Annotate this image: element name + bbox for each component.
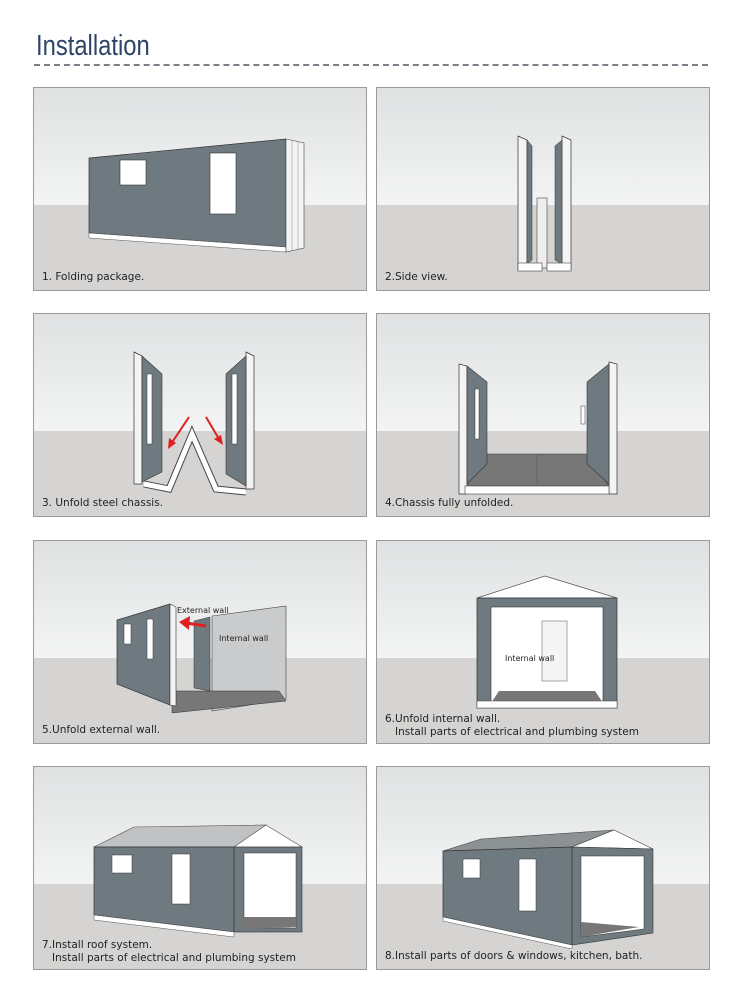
- step-2-panel: 2.Side view.: [376, 87, 710, 291]
- step-6-panel: Internal wall 6.Unfold internal wall. In…: [376, 540, 710, 744]
- step-caption: 5.Unfold external wall.: [42, 724, 161, 736]
- step-5-panel: External wall Internal wall 5.Unfold ext…: [33, 540, 367, 744]
- step-7-panel: 7.Install roof system. Install parts of …: [33, 766, 367, 970]
- external-wall-label: External wall: [177, 606, 229, 615]
- step-4-panel: 4.Chassis fully unfolded.: [376, 313, 710, 517]
- step-caption: 3. Unfold steel chassis.: [42, 497, 164, 509]
- page-title: Installation: [36, 30, 150, 62]
- folded-package-illustration: [88, 138, 305, 253]
- step-caption: 8.Install parts of doors & windows, kitc…: [385, 950, 643, 962]
- step-caption: 7.Install roof system. Install parts of …: [42, 939, 296, 964]
- step-caption: 1. Folding package.: [42, 271, 145, 283]
- unfold-external-wall-illustration: [116, 603, 287, 714]
- step-1-panel: 1. Folding package.: [33, 87, 367, 291]
- unfold-internal-wall-illustration: [476, 575, 618, 709]
- step-8-panel: 8.Install parts of doors & windows, kitc…: [376, 766, 710, 970]
- internal-wall-label: Internal wall: [505, 654, 555, 663]
- unfold-chassis-illustration: [133, 351, 255, 496]
- install-roof-illustration: [93, 824, 304, 938]
- step-3-panel: 3. Unfold steel chassis.: [33, 313, 367, 517]
- side-view-illustration: [517, 135, 572, 272]
- step-caption: 2.Side view.: [385, 271, 448, 283]
- step-caption: 4.Chassis fully unfolded.: [385, 497, 514, 509]
- dashed-divider: [34, 64, 708, 66]
- internal-wall-label: Internal wall: [219, 634, 269, 643]
- step-caption: 6.Unfold internal wall. Install parts of…: [385, 713, 639, 738]
- chassis-unfolded-illustration: [458, 361, 618, 495]
- install-doors-windows-illustration: [442, 829, 654, 950]
